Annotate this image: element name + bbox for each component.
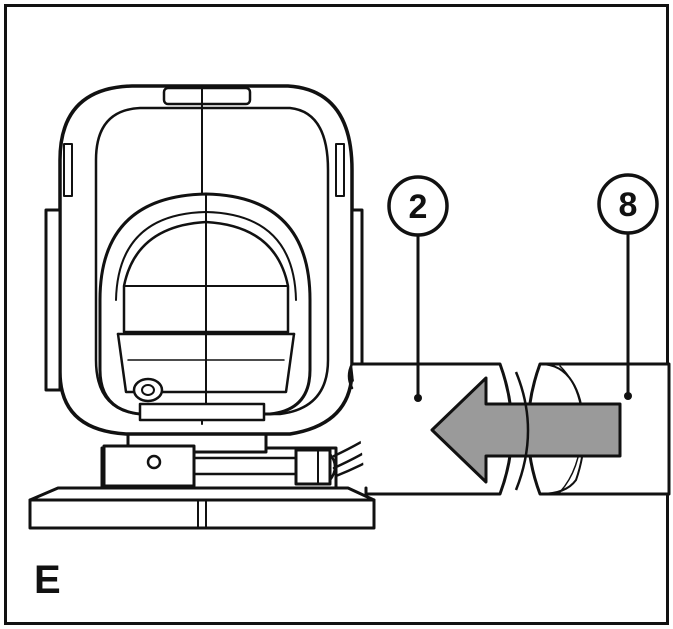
callout-8: 8: [597, 173, 659, 235]
callout-2: 2: [387, 175, 449, 237]
front-dome: [98, 192, 312, 422]
panel-frame: [4, 4, 669, 625]
callout-2-label: 2: [409, 188, 428, 226]
mounting-bracket: [100, 422, 338, 490]
callout-8-label: 8: [619, 186, 638, 224]
panel-letter: E: [34, 558, 61, 602]
arrow-left-icon: [430, 371, 622, 491]
base-plate: [28, 486, 376, 530]
